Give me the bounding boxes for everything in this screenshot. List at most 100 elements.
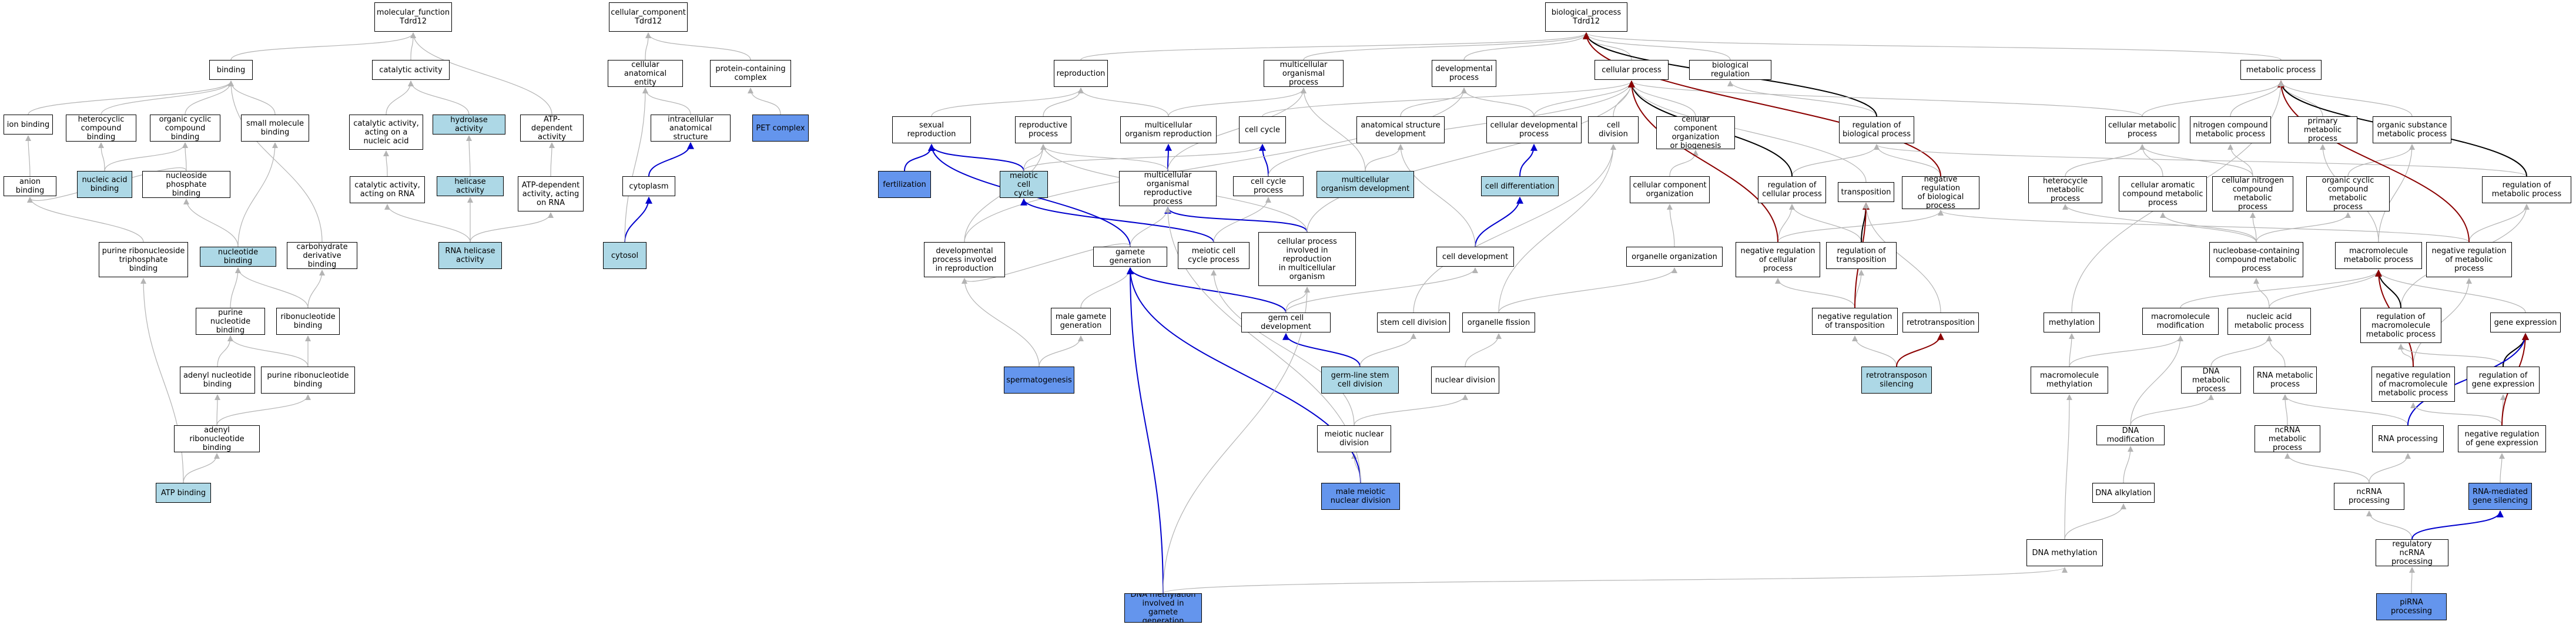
node-gamete[interactable]: gamete generation: [1093, 247, 1167, 267]
node-germdev[interactable]: germ cell development: [1241, 312, 1331, 332]
node-nucdiv[interactable]: nuclear division: [1431, 367, 1499, 394]
node-negregmacro[interactable]: negative regulation of macromolecule met…: [2371, 367, 2455, 402]
node-sexrep[interactable]: sexual reproduction: [892, 116, 971, 143]
node-catnuc[interactable]: catalytic activity, acting on a nucleic …: [349, 115, 423, 150]
node-multrepproc[interactable]: multicellular organismal reproductive pr…: [1119, 171, 1217, 206]
node-macromod[interactable]: macromolecule modification: [2142, 308, 2219, 335]
node-metproc[interactable]: metabolic process: [2240, 60, 2322, 80]
node-cae[interactable]: cellular anatomical entity: [608, 60, 683, 87]
node-atp[interactable]: ATP binding: [156, 483, 211, 503]
node-cellcycleproc[interactable]: cell cycle process: [1233, 176, 1304, 196]
node-malemeio[interactable]: male meiotic nuclear division: [1321, 483, 1400, 510]
node-binding[interactable]: binding: [209, 60, 253, 80]
node-anatdev[interactable]: anatomical structure development: [1356, 116, 1445, 143]
node-orgcycmet[interactable]: organic cyclic compound metabolic proces…: [2306, 176, 2390, 211]
node-dnameth[interactable]: DNA methylation: [2026, 539, 2103, 566]
node-ncrnamet[interactable]: ncRNA metabolic process: [2255, 425, 2320, 452]
node-macromet[interactable]: macromolecule metabolic process: [2335, 242, 2422, 269]
node-meiotic[interactable]: meiotic cell cycle: [1000, 171, 1048, 198]
node-nucbase[interactable]: nucleobase-containing compound metabolic…: [2209, 242, 2303, 277]
node-cytoplasm[interactable]: cytoplasm: [622, 176, 675, 196]
node-negregmet[interactable]: negative regulation of metabolic process: [2426, 242, 2512, 277]
node-methylation[interactable]: methylation: [2044, 312, 2100, 332]
node-smallmol[interactable]: small molecule binding: [241, 115, 309, 142]
node-regbio[interactable]: regulation of biological process: [1839, 116, 1914, 143]
node-nucacidmet[interactable]: nucleic acid metabolic process: [2227, 308, 2311, 335]
node-rnaproc[interactable]: RNA processing: [2372, 425, 2444, 452]
node-cellmet[interactable]: cellular metabolic process: [2105, 116, 2179, 143]
node-meioticproc[interactable]: meiotic cell cycle process: [1178, 242, 1250, 269]
node-rnamed[interactable]: RNA-mediated gene silencing: [2468, 483, 2532, 510]
node-catact[interactable]: catalytic activity: [372, 60, 450, 80]
node-atprna[interactable]: ATP-dependent activity, acting on RNA: [518, 176, 584, 211]
node-nucphos[interactable]: nucleoside phosphate binding: [142, 171, 230, 198]
node-cellproc[interactable]: cellular process: [1594, 60, 1669, 80]
node-negregtrans[interactable]: negative regulation of transposition: [1812, 308, 1898, 335]
node-ncrnaproc[interactable]: ncRNA processing: [2334, 483, 2404, 510]
node-multorg[interactable]: multicellular organismal process: [1264, 60, 1344, 87]
node-purribo[interactable]: purine ribonucleotide binding: [261, 367, 355, 394]
node-ribonuc[interactable]: ribonucleotide binding: [276, 308, 340, 335]
node-orgsub[interactable]: organic substance metabolic process: [2373, 116, 2451, 143]
node-stemdiv[interactable]: stem cell division: [1377, 312, 1450, 332]
node-germline[interactable]: germ-line stem cell division: [1321, 367, 1399, 394]
node-nucacid[interactable]: nucleic acid binding: [77, 171, 132, 198]
node-retrosil[interactable]: retrotransposon silencing: [1861, 367, 1932, 394]
node-nucleotide[interactable]: nucleotide binding: [200, 247, 276, 267]
node-anion[interactable]: anion binding: [4, 176, 56, 196]
node-mf[interactable]: molecular_function Tdrd12: [374, 2, 452, 32]
node-hydrolase[interactable]: hydrolase activity: [433, 115, 505, 135]
node-reproduction[interactable]: reproduction: [1054, 60, 1108, 87]
node-dnaalk[interactable]: DNA alkylation: [2092, 483, 2155, 503]
node-multrep[interactable]: multicellular organism reproduction: [1120, 116, 1217, 143]
node-cc[interactable]: cellular_component Tdrd12: [609, 2, 688, 32]
node-devrep[interactable]: developmental process involved in reprod…: [924, 242, 1005, 277]
node-geneexp[interactable]: gene expression: [2490, 312, 2561, 332]
node-protcomp[interactable]: protein-containing complex: [710, 60, 791, 87]
node-multdev[interactable]: multicellular organism development: [1317, 171, 1414, 198]
node-regtrans[interactable]: regulation of transposition: [1826, 242, 1897, 269]
node-orgorg[interactable]: organelle organization: [1626, 247, 1723, 267]
node-devproc[interactable]: developmental process: [1432, 60, 1496, 87]
node-pet[interactable]: PET complex: [752, 115, 809, 142]
node-orgcyc[interactable]: organic cyclic compound binding: [150, 115, 220, 142]
node-reggene[interactable]: regulation of gene expression: [2467, 367, 2540, 394]
node-negregbio[interactable]: negative regulation of biological proces…: [1902, 176, 1979, 209]
node-intracell[interactable]: intracellular anatomical structure: [651, 115, 731, 142]
node-dnamod[interactable]: DNA modification: [2096, 425, 2165, 445]
node-cellcycle[interactable]: cell cycle: [1239, 116, 1286, 143]
node-cpimo[interactable]: cellular process involved in reproductio…: [1258, 232, 1356, 286]
node-macromethyl[interactable]: macromolecule methylation: [2031, 367, 2108, 394]
node-heteromet[interactable]: heterocycle metabolic process: [2028, 176, 2102, 203]
node-dnamet[interactable]: DNA metabolic process: [2181, 367, 2241, 394]
node-cellnit[interactable]: cellular nitrogen compound metabolic pro…: [2212, 176, 2293, 211]
node-transposition[interactable]: transposition: [1838, 182, 1894, 202]
node-primmet[interactable]: primary metabolic process: [2288, 116, 2357, 143]
node-adenylribo[interactable]: adenyl ribonucleotide binding: [174, 425, 260, 452]
node-ccorg2[interactable]: cellular component organization: [1630, 176, 1710, 203]
node-celldiff[interactable]: cell differentiation: [1481, 176, 1559, 196]
node-meiodiv[interactable]: meiotic nuclear division: [1317, 425, 1391, 452]
node-retrotrans[interactable]: retrotransposition: [1902, 312, 1979, 332]
node-celldev[interactable]: cell development: [1436, 247, 1514, 267]
node-malegam[interactable]: male gamete generation: [1051, 308, 1111, 335]
node-carbo[interactable]: carbohydrate derivative binding: [287, 242, 357, 269]
node-fert[interactable]: fertilization: [878, 171, 931, 198]
node-catrna[interactable]: catalytic activity, acting on RNA: [350, 176, 425, 203]
node-celldevproc[interactable]: cellular developmental process: [1486, 116, 1582, 143]
node-hetcomp[interactable]: heterocyclic compound binding: [66, 115, 136, 142]
node-nitmet[interactable]: nitrogen compound metabolic process: [2190, 116, 2271, 143]
node-regncrna[interactable]: regulatory ncRNA processing: [2376, 539, 2448, 566]
node-purtri[interactable]: purine ribonucleoside triphosphate bindi…: [99, 242, 188, 277]
node-bp[interactable]: biological_process Tdrd12: [1545, 2, 1627, 32]
node-dnagam[interactable]: DNA methylation involved in gamete gener…: [1124, 593, 1202, 623]
node-negreggene[interactable]: negative regulation of gene expression: [2458, 425, 2546, 452]
node-cytosol[interactable]: cytosol: [603, 242, 646, 269]
node-celldiv[interactable]: cell division: [1588, 116, 1639, 143]
node-bioreg[interactable]: biological regulation: [1689, 60, 1771, 80]
node-rnahel[interactable]: RNA helicase activity: [438, 242, 502, 269]
node-ion[interactable]: ion binding: [4, 115, 53, 135]
node-pirna[interactable]: piRNA processing: [2376, 593, 2447, 620]
node-regcell[interactable]: regulation of cellular process: [1758, 176, 1826, 203]
node-cellarom[interactable]: cellular aromatic compound metabolic pro…: [2119, 176, 2207, 211]
